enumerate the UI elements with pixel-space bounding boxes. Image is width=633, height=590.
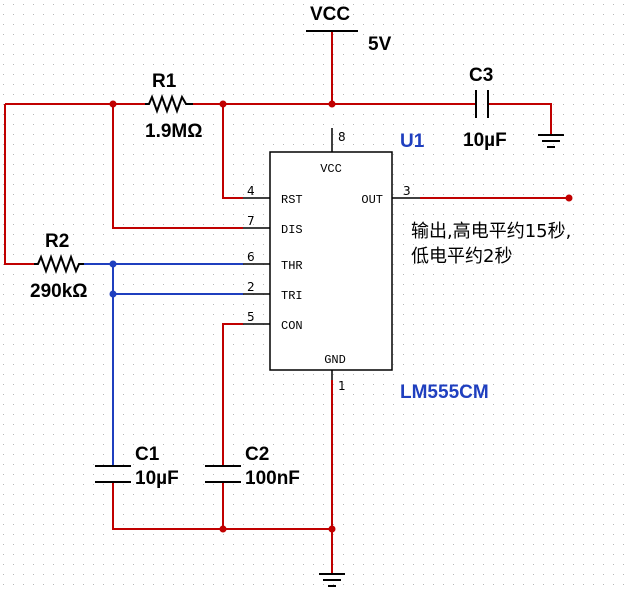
c2-ref-label: C2 [245, 444, 269, 465]
u1-ref-label: U1 [400, 131, 425, 152]
ground-icon-c3 [538, 134, 564, 148]
vcc-voltage-label: 5V [368, 34, 392, 55]
pin-num-tri: 2 [247, 280, 255, 294]
resistor-r2 [34, 254, 84, 274]
capacitor-c1 [95, 465, 131, 483]
pin-num-con: 5 [247, 310, 255, 324]
pin-name-rst: RST [281, 193, 303, 207]
c2-value-label: 100nF [245, 468, 300, 489]
output-note-line1: 输出,高电平约15秒, [411, 221, 571, 242]
pin-num-vcc: 8 [338, 130, 346, 144]
r2-value-label: 290kΩ [30, 281, 88, 302]
pin-num-out: 3 [403, 184, 411, 198]
pin-name-thr: THR [281, 259, 303, 273]
pin-name-con: CON [281, 319, 303, 333]
ground-icon-main [319, 573, 345, 587]
junction-dots [109, 100, 573, 533]
pin-num-dis: 7 [247, 214, 255, 228]
u1-part-label: LM555CM [400, 382, 489, 403]
r1-ref-label: R1 [152, 71, 177, 92]
pin-name-tri: TRI [281, 289, 303, 303]
pin-num-rst: 4 [247, 184, 255, 198]
pin-name-dis: DIS [281, 223, 303, 237]
capacitor-c2 [205, 465, 241, 483]
vcc-label: VCC [310, 4, 350, 25]
pin-stubs [243, 128, 420, 380]
ic-u1-body [269, 151, 393, 371]
pin-num-gnd: 1 [338, 379, 346, 393]
capacitor-c3 [475, 90, 489, 118]
r1-value-label: 1.9MΩ [145, 121, 202, 142]
pin-num-thr: 6 [247, 250, 255, 264]
pin-name-gnd: GND [324, 353, 346, 367]
c1-ref-label: C1 [135, 444, 160, 465]
c3-ref-label: C3 [469, 65, 493, 86]
c1-value-label: 10µF [135, 468, 179, 489]
c3-value-label: 10µF [463, 130, 507, 151]
resistor-r1 [145, 94, 193, 114]
pin-name-out: OUT [361, 193, 383, 207]
r2-ref-label: R2 [45, 231, 69, 252]
output-note-line2: 低电平约2秒 [411, 246, 512, 267]
pin-name-vcc: VCC [320, 162, 342, 176]
